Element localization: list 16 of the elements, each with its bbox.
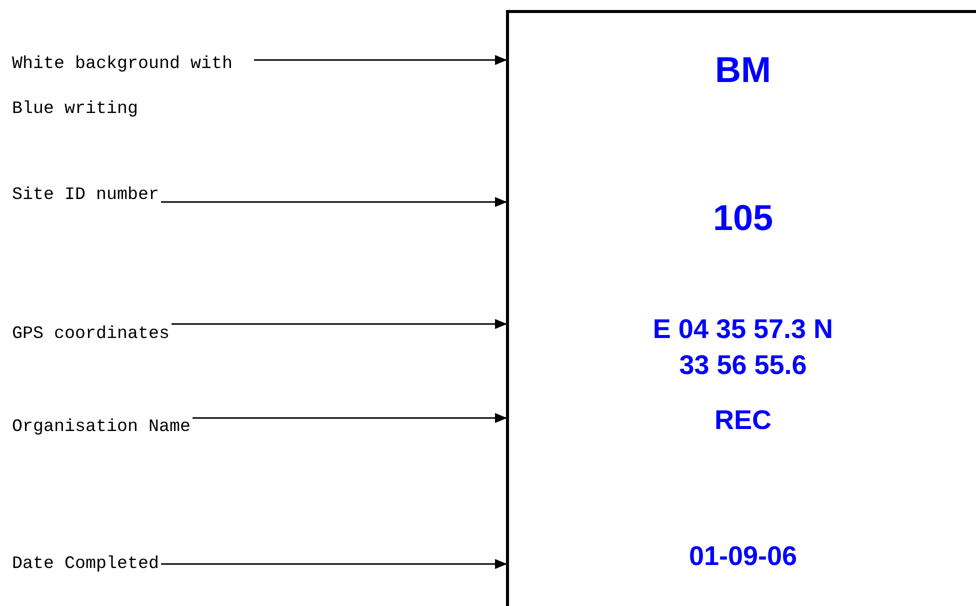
label-text: Date Completed <box>12 552 160 576</box>
label-text: GPS coordinates <box>12 322 170 346</box>
sign-text: 01-09-06 <box>688 540 798 572</box>
sign-text: REC <box>713 404 772 436</box>
sign-text: 105 <box>712 198 774 238</box>
arrow <box>161 197 507 207</box>
label-text: Organisation Name <box>12 415 191 439</box>
arrow <box>254 55 507 65</box>
arrow <box>161 559 507 569</box>
arrow <box>172 319 507 329</box>
label-text: Site ID number <box>12 183 160 207</box>
sign-board <box>506 10 976 606</box>
arrow <box>192 413 507 423</box>
label-text: White background with Blue writing <box>12 42 252 132</box>
sign-text: E 04 35 57.3 N 33 56 55.6 <box>652 313 834 382</box>
sign-text: BM <box>714 50 772 90</box>
